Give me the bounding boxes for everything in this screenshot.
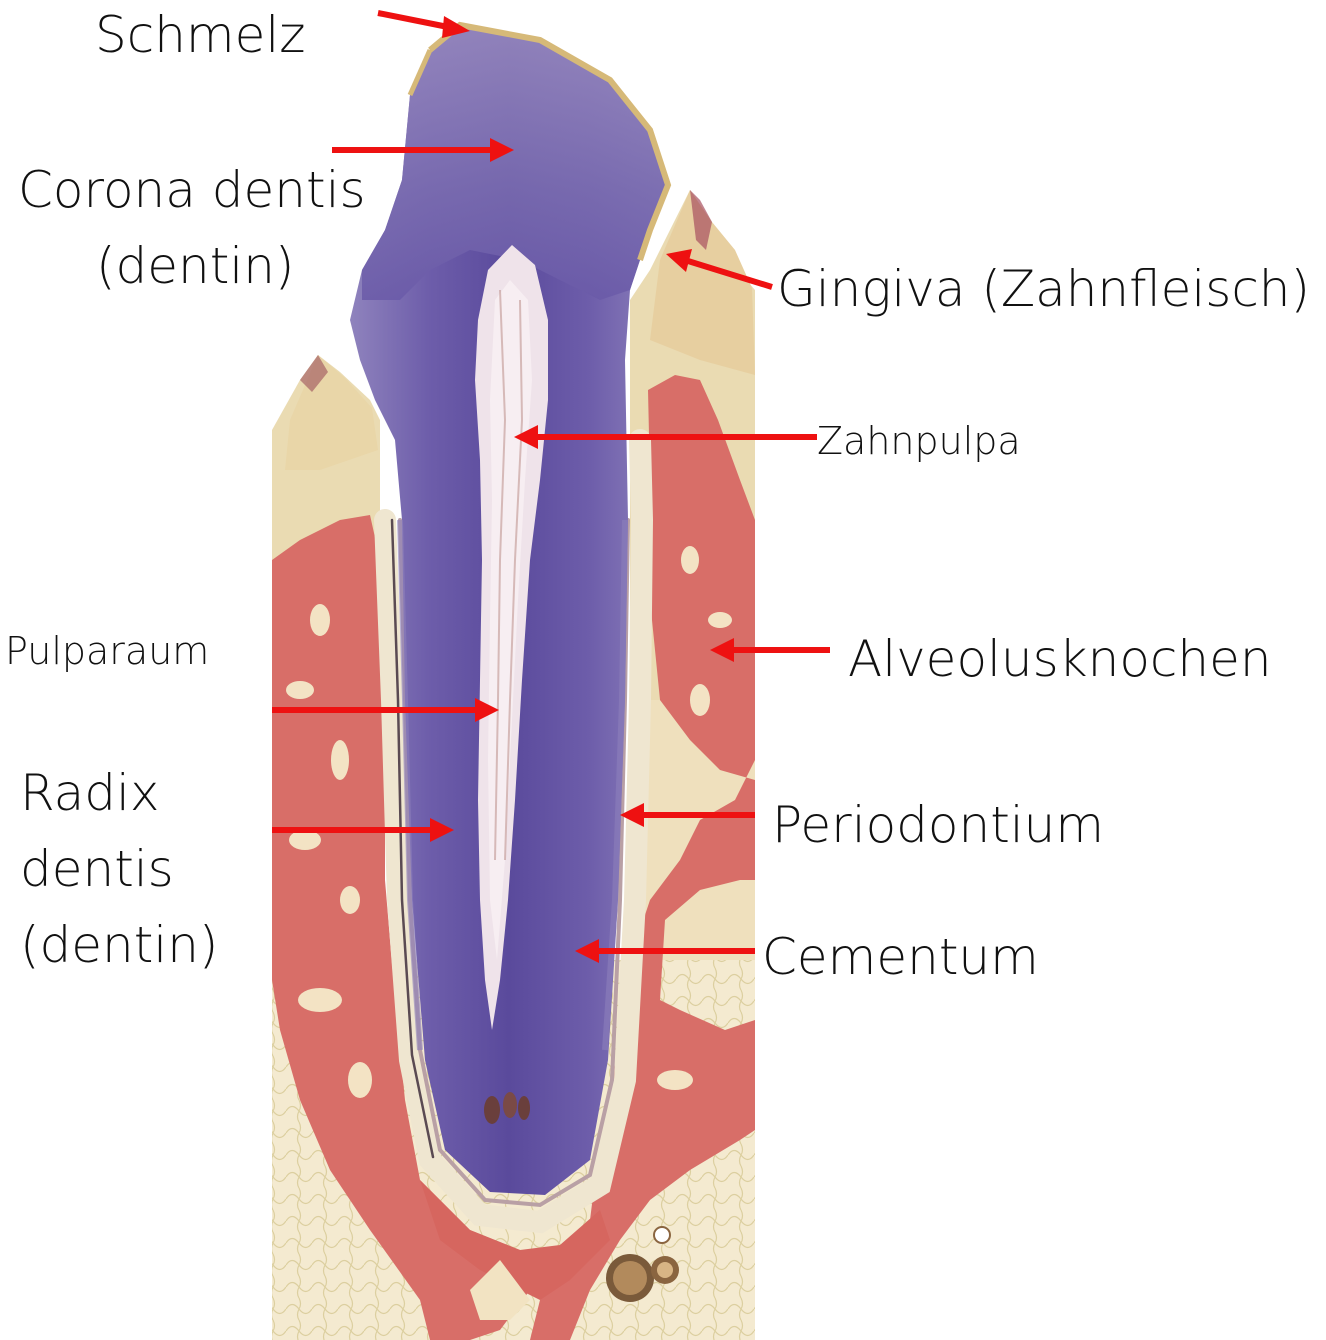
label-radix-line1: Radix	[20, 755, 218, 831]
label-cementum: Cementum	[762, 932, 1039, 982]
label-corona-line1: Corona dentis	[18, 152, 366, 228]
label-radix-dentis: Radix dentis (dentin)	[20, 755, 218, 983]
label-pulparaum: Pulparaum	[5, 632, 209, 670]
arrow-schmelz	[378, 13, 470, 38]
arrow-alveolusknochen	[710, 638, 830, 662]
label-alveolusknochen: Alveolusknochen	[848, 634, 1272, 684]
label-corona-dentis: Corona dentis (dentin)	[18, 152, 366, 304]
label-zahnpulpa: Zahnpulpa	[817, 422, 1021, 460]
label-gingiva: Gingiva (Zahnfleisch)	[777, 264, 1310, 314]
label-radix-line3: (dentin)	[20, 907, 218, 983]
label-periodontium: Periodontium	[772, 800, 1104, 850]
label-schmelz: Schmelz	[95, 10, 306, 60]
label-radix-line2: dentis	[20, 831, 218, 907]
label-corona-line2: (dentin)	[18, 228, 366, 304]
